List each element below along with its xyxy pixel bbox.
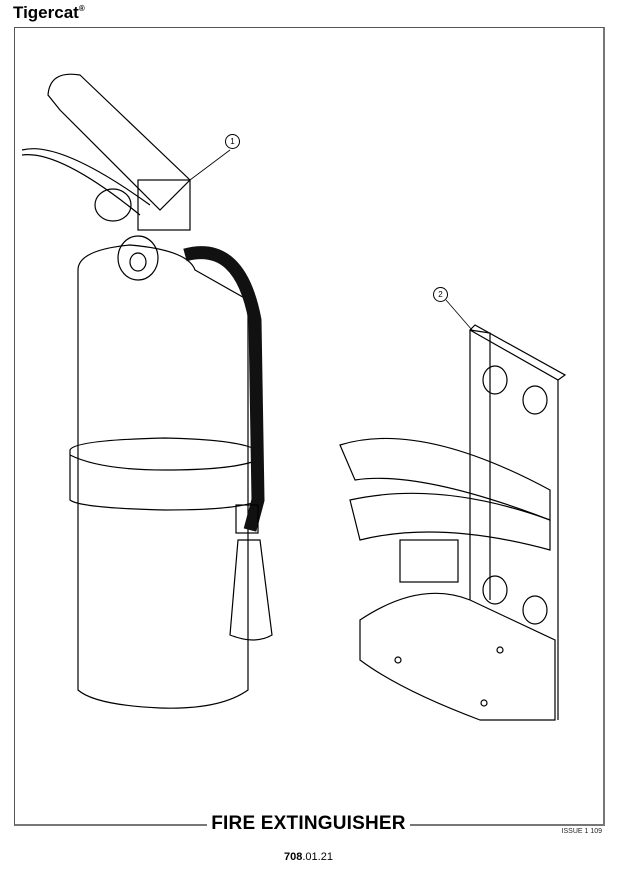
page-number: 708.01.21 <box>0 851 617 863</box>
figure-title-wrap: FIRE EXTINGUISHER <box>0 813 617 835</box>
page-number-bold: 708 <box>284 851 303 863</box>
callout-2: 2 <box>433 287 448 302</box>
extinguisher-bracket-drawing <box>339 324 567 721</box>
fire-extinguisher-drawing <box>21 73 273 709</box>
leader-line-1 <box>189 149 231 181</box>
brand-name: Tigercat <box>13 3 79 22</box>
brand-logo: Tigercat® <box>13 3 85 23</box>
registered-mark: ® <box>78 4 85 13</box>
figure-title: FIRE EXTINGUISHER <box>207 813 410 834</box>
issue-label: ISSUE 1 109 <box>561 828 602 835</box>
page-number-rest: .01.21 <box>302 851 333 863</box>
leader-line-2 <box>445 299 473 331</box>
callout-1: 1 <box>225 134 240 149</box>
